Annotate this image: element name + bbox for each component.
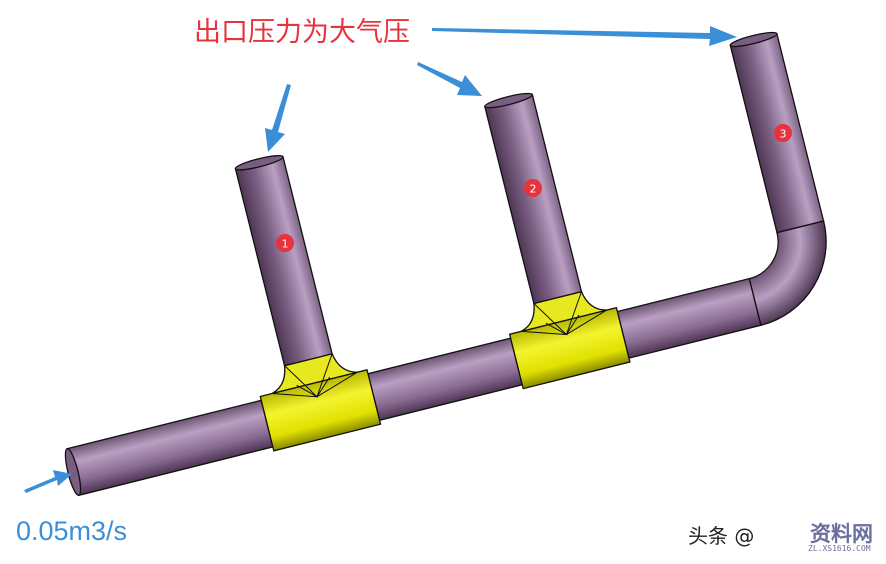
inlet-flow-label: 0.05m3/s [16,516,128,546]
outlet-arrow-1-icon [265,84,291,152]
outlet-marker-1: 1 [276,234,294,252]
elbow [748,220,827,327]
tee-1 [234,155,382,452]
svg-text:2: 2 [530,183,537,196]
tee-2 [484,92,631,390]
outlet-pipe-1 [234,156,333,367]
watermark-url: ZL.XS1616.COM [808,544,871,553]
outlet-pressure-label: 出口压力为大气压 [194,17,410,48]
svg-text:3: 3 [780,128,787,141]
main-pipe-segment [367,337,524,422]
outlet-marker-3: 3 [774,124,792,142]
outlet-end-3 [729,31,778,48]
svg-text:1: 1 [282,238,289,251]
watermark-text: 头条 @ [688,524,755,548]
inlet-arrow-icon [24,470,72,493]
watermark-logo: 资料网 [810,522,873,546]
outlet-arrow-2-icon [417,62,482,96]
outlet-marker-2: 2 [524,179,542,197]
outlet-pipe-2 [484,93,583,305]
main-pipe-segment [616,277,762,359]
outlet-arrow-3-icon [432,26,737,46]
main-pipe-segment [66,399,274,497]
